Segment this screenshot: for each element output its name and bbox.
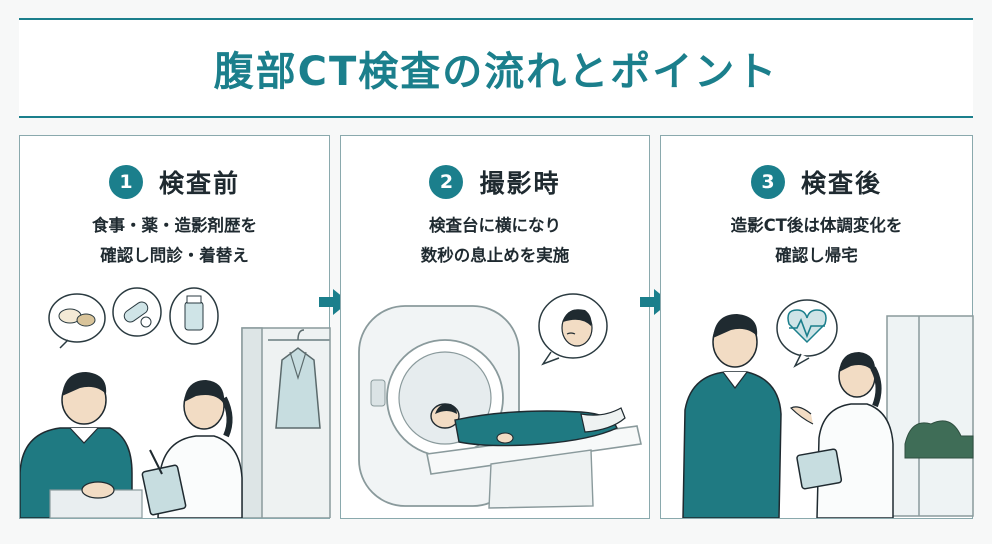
window xyxy=(886,315,974,517)
meal-icon xyxy=(48,293,106,349)
step-description-3: 造影CT後は体調変化を 確認し帰宅 xyxy=(661,211,972,271)
step-header-2: 2 撮影時 xyxy=(341,164,649,200)
step-panel-3: 3 検査後 造影CT後は体調変化を 確認し帰宅 xyxy=(660,135,974,519)
step-title-2: 撮影時 xyxy=(479,169,561,198)
patient-standing-figure xyxy=(682,314,782,518)
patient-figure xyxy=(20,372,143,518)
step-header-3: 3 検査後 xyxy=(661,164,972,200)
step-panel-2: 2 撮影時 検査台に横になり 数秒の息止めを実施 xyxy=(340,135,650,519)
title-bar: 腹部CT検査の流れとポイント xyxy=(19,18,973,118)
step-header-1: 1 検査前 xyxy=(20,164,329,200)
step-1-line-1: 食事・薬・造影剤歴を xyxy=(92,216,257,235)
step-title-3: 検査後 xyxy=(800,169,882,198)
heartbeat-icon xyxy=(776,299,838,368)
ct-scan-illustration xyxy=(358,293,642,509)
page-title: 腹部CT検査の流れとポイント xyxy=(213,49,779,95)
consultation-illustration xyxy=(20,287,331,518)
step-3-line-1: 造影CT後は体調変化を xyxy=(730,216,903,235)
step-2-line-1: 検査台に横になり xyxy=(429,216,561,235)
step-number-1: 1 xyxy=(108,165,143,199)
step-2-line-2: 数秒の息止めを実施 xyxy=(420,246,570,265)
step-description-1: 食事・薬・造影剤歴を 確認し問診・着替え xyxy=(20,211,329,271)
nurse-figure xyxy=(141,380,243,518)
step-3-line-2: 確認し帰宅 xyxy=(775,246,858,265)
lying-patient-figure xyxy=(430,403,626,447)
hanging-gown-icon xyxy=(275,329,321,429)
step-title-1: 検査前 xyxy=(158,169,240,198)
step-1-line-2: 確認し問診・着替え xyxy=(100,246,249,265)
breath-hold-icon xyxy=(538,293,608,366)
step-number-2: 2 xyxy=(429,165,464,199)
step-panel-1: 1 検査前 食事・薬・造影剤歴を 確認し問診・着替え xyxy=(19,135,331,519)
step-number-3: 3 xyxy=(750,165,785,199)
pill-icon xyxy=(112,287,162,337)
medicine-bottle-icon xyxy=(169,287,219,345)
nurse-figure xyxy=(789,352,894,518)
arrow-right-icon xyxy=(640,289,670,315)
arrow-right-icon xyxy=(319,289,349,315)
step-description-2: 検査台に横になり 数秒の息止めを実施 xyxy=(341,211,649,271)
post-exam-illustration xyxy=(682,299,974,518)
